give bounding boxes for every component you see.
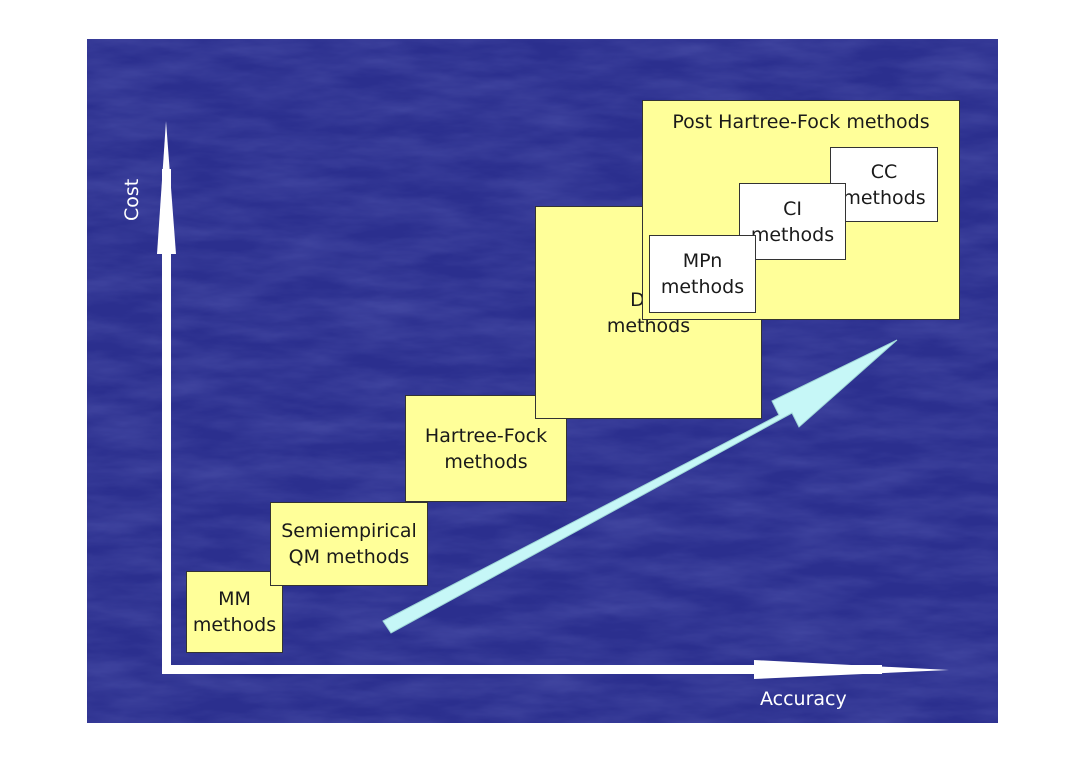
cost-axis-arrow: [157, 121, 176, 672]
slide: Cost Accuracy MM methods Semiempirical Q…: [87, 39, 998, 723]
mm-methods-box: MM methods: [186, 571, 283, 653]
mm-line-2: methods: [192, 614, 277, 636]
hartree-fock-line-2: methods: [444, 450, 528, 473]
cc-line-1: CC: [870, 160, 898, 183]
hartree-fock-line-1: Hartree-Fock: [424, 424, 548, 447]
semiempirical-methods-box: Semiempirical QM methods: [270, 502, 428, 586]
ci-methods-box: CI methods: [739, 183, 846, 260]
mpn-line-2: methods: [660, 276, 745, 298]
accuracy-axis-label: Accuracy: [760, 688, 847, 710]
semiempirical-line-1: Semiempirical: [281, 520, 417, 542]
trend-arrow: [382, 339, 898, 634]
mpn-line-1: MPn: [682, 250, 723, 272]
dft-line-2: methods: [606, 314, 691, 337]
ci-line-1: CI: [783, 197, 802, 220]
cost-axis-label: Cost: [121, 178, 143, 221]
mpn-methods-box: MPn methods: [649, 235, 756, 313]
post-hartree-fock-title: Post Hartree-Fock methods: [672, 111, 930, 133]
ci-line-2: methods: [750, 223, 835, 246]
semiempirical-line-2: QM methods: [288, 546, 410, 568]
cc-line-2: methods: [842, 186, 926, 209]
accuracy-axis-arrow: [162, 660, 949, 679]
mm-line-1: MM: [218, 588, 251, 610]
cc-methods-box: CC methods: [830, 147, 938, 222]
